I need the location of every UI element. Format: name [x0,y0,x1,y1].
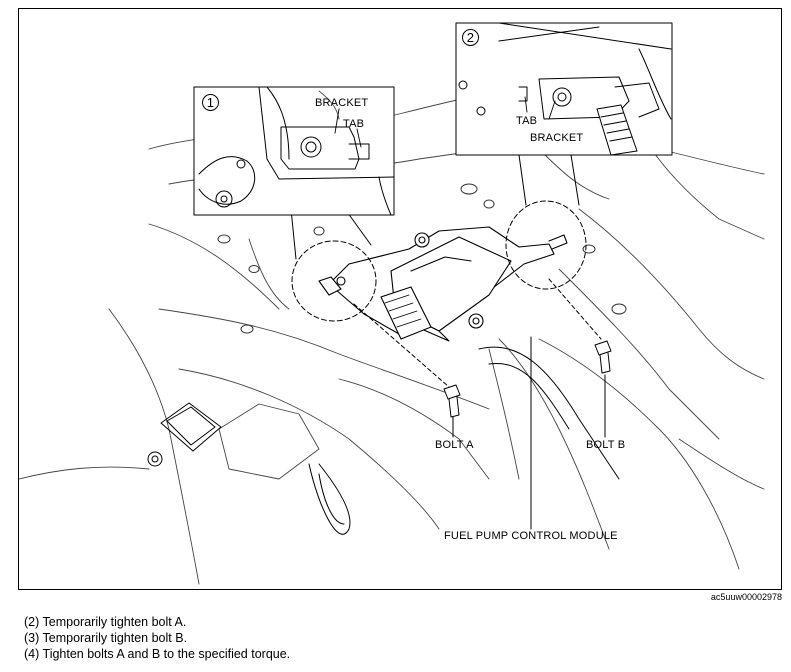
inset-leaders [334,96,556,148]
inset-2-tab-label: TAB [516,115,538,127]
bolt-b-label: BOLT B [586,439,626,451]
diagram-frame: 1 2 BRACKET TAB TAB BRACKET BOLT A BOLT … [18,8,782,590]
fuel-pump-control-module [318,226,568,342]
inset-1-bracket-label: BRACKET [315,97,369,109]
inset-2-bracket-label: BRACKET [530,132,584,144]
procedure-steps: (2) Temporarily tighten bolt A. (3) Temp… [24,614,290,662]
inset-1-tab-label: TAB [343,118,365,130]
step-item: (4) Tighten bolts A and B to the specifi… [24,647,291,661]
floor-raised-pad [147,402,222,467]
callout-connectors [290,154,580,260]
bolt-a-label: BOLT A [435,439,474,451]
step-item: (2) Temporarily tighten bolt A. [24,615,187,629]
bolt-b-icon [594,340,612,374]
fuel-pump-module-illustration [19,22,765,585]
bolt-a-icon [443,384,461,418]
callout-2-number: 2 [462,29,479,46]
callout-1-number: 1 [202,94,219,111]
callout-inset-1 [193,86,395,216]
label-leaders [452,336,606,530]
bolt-guide-lines [353,278,602,388]
magnifier-circles [291,200,587,322]
floor-tunnel [308,346,620,535]
callout-inset-2 [455,22,673,156]
module-label: FUEL PUMP CONTROL MODULE [444,530,618,542]
step-item: (3) Temporarily tighten bolt B. [24,631,188,645]
figure-id: ac5uuw00002978 [710,592,782,602]
